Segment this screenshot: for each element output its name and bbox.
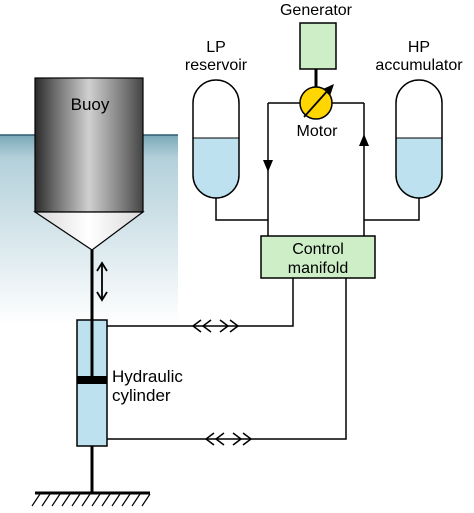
buoy-body: [34, 77, 144, 213]
piston: [77, 376, 107, 384]
lp-connection-line: [215, 198, 268, 221]
lp-reservoir-label-line1: LP: [206, 39, 226, 56]
cylinder-label-line2: cylinder: [112, 386, 171, 405]
vertical-motion-arrow-icon: [96, 261, 108, 302]
cylinder-top-line: [107, 278, 294, 327]
hp-connection-line: [364, 198, 420, 221]
buoy-label: Buoy: [71, 95, 110, 114]
generator: Generator: [280, 2, 353, 89]
motor-label: Motor: [297, 123, 339, 140]
control-manifold-label-line1: Control: [292, 241, 344, 258]
hp-accumulator-label-line2: accumulator: [375, 57, 463, 74]
generator-label: Generator: [280, 2, 353, 19]
ground-anchor: [31, 491, 151, 507]
hp-fluid: [396, 138, 442, 198]
lp-reservoir-vessel: [192, 79, 240, 199]
control-manifold-label-line2: manifold: [288, 260, 348, 277]
lp-fluid: [193, 138, 239, 198]
hp-accumulator: HP accumulator: [375, 39, 463, 199]
cylinder-bottom-line: [107, 278, 347, 440]
buoy: Buoy: [33, 77, 145, 251]
cylinder-label-line1: Hydraulic: [112, 367, 183, 386]
hydraulic-cylinder: Hydraulic cylinder: [76, 319, 183, 447]
control-manifold: Control manifold: [260, 235, 376, 279]
motor-arrowhead-icon: [323, 84, 334, 96]
flow-arrow-down-icon: [263, 160, 273, 172]
generator-box: [299, 22, 337, 70]
control-manifold-box: [260, 235, 376, 279]
motor: Motor: [297, 84, 339, 140]
flow-arrow-up-icon: [359, 134, 369, 146]
buoy-cone: [33, 211, 145, 251]
motor-variable-arrow-icon: [303, 87, 331, 118]
bidirectional-arrow-icon: [191, 319, 240, 333]
lp-reservoir: LP reservoir: [185, 39, 248, 199]
hp-accumulator-label-line1: HP: [408, 39, 430, 56]
hydraulic-lines: [107, 102, 420, 440]
lp-reservoir-label-line2: reservoir: [185, 57, 248, 74]
hp-accumulator-vessel: [395, 79, 443, 199]
bidirectional-arrow-icon: [204, 432, 253, 446]
